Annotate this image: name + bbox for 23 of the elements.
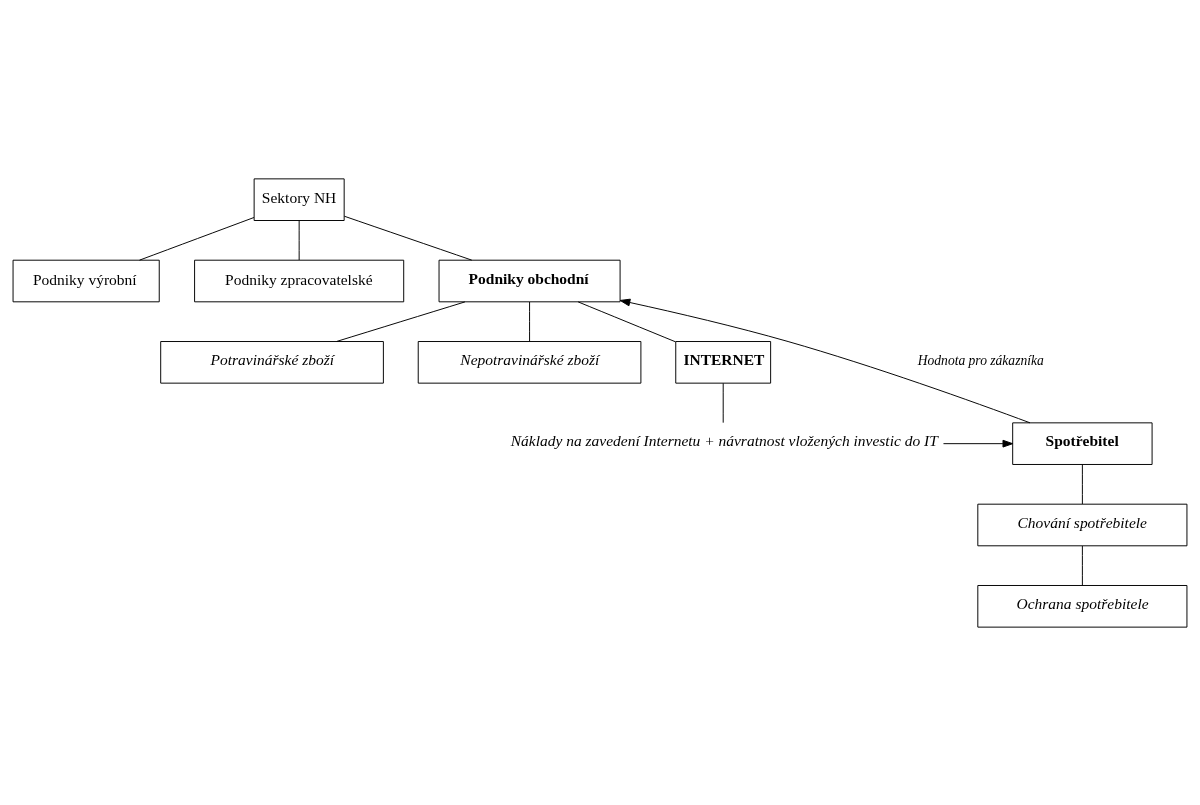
node-box: Sektory NH [253, 177, 345, 221]
edge-label: Hodnota pro zákazníka [917, 352, 1044, 368]
connector [577, 300, 677, 342]
node-text: Náklady na zavedení Internetu + návratnost vložených investic do IT [510, 431, 938, 449]
node-box: Chování spotřebitele [977, 503, 1188, 546]
node-box: Podniky výrobní [12, 259, 160, 302]
connector [336, 300, 466, 342]
connector [529, 301, 531, 342]
node-box: INTERNET [675, 340, 772, 384]
node-box: Potravinářské zboží [160, 340, 384, 384]
node-box: Ochrana spotřebitele [977, 584, 1188, 628]
connector [343, 215, 473, 261]
connector [139, 216, 255, 261]
connector [1081, 463, 1083, 504]
arrow [943, 439, 1014, 448]
node-box: Nepotravinářské zboží [417, 340, 642, 384]
connector [722, 382, 724, 423]
arrow [619, 298, 1031, 423]
node-box: Podniky obchodní [438, 259, 621, 302]
connector [298, 219, 300, 260]
node-box: Podniky zpracovatelské [194, 259, 405, 302]
connector [1081, 545, 1083, 586]
node-box: Spotřebitel [1012, 421, 1153, 465]
